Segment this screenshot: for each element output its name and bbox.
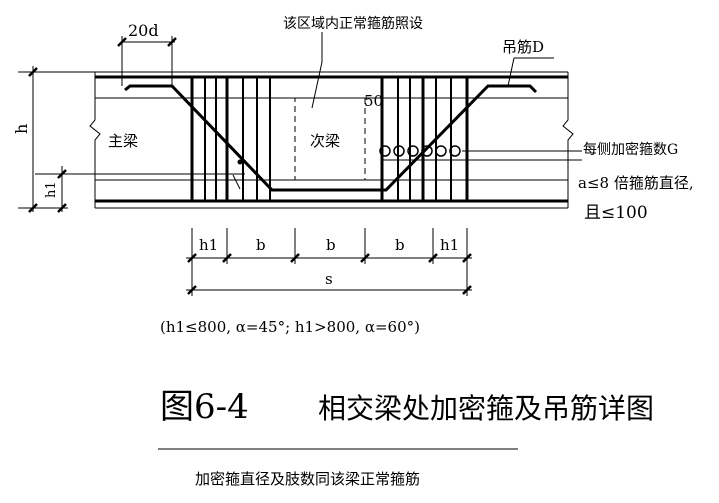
leader-lines	[35, 32, 582, 175]
label-dim-h1-b: h1	[440, 236, 459, 254]
label-stirrups-each-side: 每侧加密箍数G	[583, 141, 678, 158]
label-region-note: 该区域内正常箍筋照设	[283, 15, 423, 32]
dim-h1-left	[57, 166, 67, 213]
main-beam-outline	[89, 71, 574, 209]
secondary-beam-bars	[379, 145, 461, 157]
label-dim-b-3: b	[395, 236, 405, 254]
label-spacing-rule-2: 且≤100	[584, 203, 648, 223]
label-dim-h1-a: h1	[199, 236, 218, 254]
hanger-bar	[124, 84, 538, 192]
angle-mark	[232, 159, 243, 190]
label-h1-left: h1	[44, 181, 59, 198]
label-secondary-beam: 次梁	[310, 132, 340, 150]
label-dim-b-1: b	[256, 236, 266, 254]
label-h: h	[12, 124, 31, 134]
figure-number: 图6-4	[160, 387, 249, 427]
figure-title: 相交梁处加密箍及吊筋详图	[318, 392, 654, 425]
dim-20d	[117, 36, 177, 86]
label-20d: 20d	[128, 21, 159, 40]
dim-h	[18, 66, 95, 213]
stirrups-left-group	[190, 77, 271, 201]
label-dim-50: 50	[364, 92, 383, 110]
label-spacing-rule-1: a≤8 倍箍筋直径,	[578, 174, 694, 192]
stirrups-right-group	[380, 77, 469, 201]
label-main-beam: 主梁	[108, 132, 138, 150]
label-hanger-bar: 吊筋D	[502, 38, 544, 56]
label-dim-s: s	[325, 270, 333, 288]
dim-chain-bottom	[186, 228, 472, 296]
label-angle-condition: (h1≤800, α=45°; h1>800, α=60°)	[160, 318, 420, 336]
footnote: 加密箍直径及肢数同该梁正常箍筋	[195, 470, 420, 488]
secondary-beam-outline	[294, 97, 366, 181]
label-dim-b-2: b	[326, 236, 336, 254]
